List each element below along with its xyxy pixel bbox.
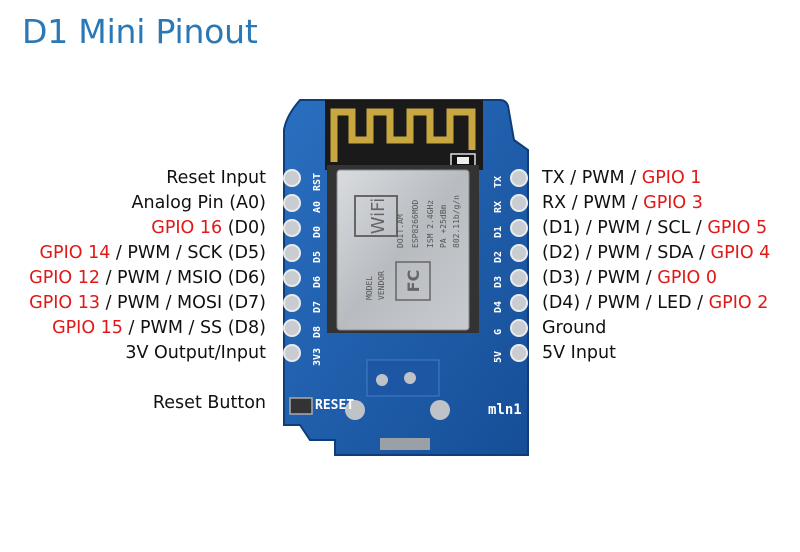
esp-shield [336, 169, 470, 331]
shield-logo-box: WiFi [354, 195, 398, 237]
gpio-number: GPIO 3 [643, 193, 703, 213]
usb-chip [366, 359, 440, 397]
right-pin-label: (D4) / PWM / LED / GPIO 2 [542, 292, 768, 314]
pin-pad-d1 [510, 219, 528, 237]
gpio-number: GPIO 0 [657, 268, 718, 288]
gpio-number: GPIO 15 [52, 318, 123, 338]
pin-pad-d4 [510, 294, 528, 312]
shield-text-line: ESP8266MOD [411, 200, 420, 248]
right-pin-label: Ground [542, 317, 606, 339]
silk-d4: D4 [493, 301, 504, 313]
reset-button-label: Reset Button [152, 393, 266, 413]
gpio-number: GPIO 1 [641, 168, 702, 188]
silk-d2: D2 [493, 251, 504, 263]
pin-pad-d6 [283, 269, 301, 287]
silk-d0: D0 [312, 226, 323, 238]
svg-text:FC: FC [404, 270, 423, 293]
silk-d3: D3 [493, 276, 504, 288]
shield-text-line: PA +25dBm [439, 204, 448, 248]
gpio-number: GPIO 12 [29, 268, 101, 288]
gpio-number: GPIO 16 [151, 218, 223, 238]
pin-pad-d3 [510, 269, 528, 287]
pin-pad-rst [283, 169, 301, 187]
left-pin-label: Analog Pin (A0) [132, 192, 266, 214]
pin-pad-d2 [510, 244, 528, 262]
pin-function: Reset Input [166, 168, 266, 188]
right-pin-label: 5V Input [542, 342, 616, 364]
silk-tx: TX [493, 176, 504, 188]
gpio-number: GPIO 14 [39, 243, 111, 263]
silk-d5: D5 [312, 251, 323, 263]
left-pin-label: GPIO 13 / PWM / MOSI (D7) [29, 292, 266, 314]
pin-function: / PWM / MOSI (D7) [100, 293, 266, 313]
pin-function: / PWM / MSIO (D6) [100, 268, 266, 288]
gpio-number: GPIO 5 [707, 218, 768, 238]
left-pin-label: GPIO 16 (D0) [151, 217, 266, 239]
pin-function: 5V Input [542, 343, 616, 363]
silk-rx: RX [493, 201, 504, 213]
shield-text-line: ISM 2.4GHz [426, 200, 435, 248]
silk-d1: D1 [493, 226, 504, 238]
reset-button-part [289, 397, 313, 415]
left-pin-label: GPIO 15 / PWM / SS (D8) [52, 317, 266, 339]
pin-function: (D0) [222, 218, 266, 238]
pin-function: / PWM / SCK (D5) [110, 243, 266, 263]
left-pin-label: Reset Input [166, 167, 266, 189]
silk-d8: D8 [312, 326, 323, 338]
pin-pad-d5 [283, 244, 301, 262]
right-pin-label: (D3) / PWM / GPIO 0 [542, 267, 717, 289]
silk-d7: D7 [312, 301, 323, 313]
silk-a0: A0 [312, 201, 323, 213]
antenna-trace [330, 108, 476, 162]
left-pin-label: GPIO 14 / PWM / SCK (D5) [39, 242, 266, 264]
pin-function: / PWM / SS (D8) [122, 318, 266, 338]
silk-d6: D6 [312, 276, 323, 288]
pin-function: Analog Pin (A0) [131, 193, 266, 213]
svg-text:WiFi: WiFi [368, 198, 389, 234]
pin-pad-d0 [283, 219, 301, 237]
pin-pad-3v3 [283, 344, 301, 362]
page-title: D1 Mini Pinout [22, 12, 258, 51]
right-pin-label: TX / PWM / GPIO 1 [542, 167, 701, 189]
pin-function: (D4) / PWM / LED / [542, 293, 709, 313]
shield-text-line: VENDOR [377, 271, 386, 300]
pin-pad-d7 [283, 294, 301, 312]
gpio-number: GPIO 2 [708, 293, 769, 313]
pin-function: (D2) / PWM / SDA / [542, 243, 711, 263]
right-pin-label: (D1) / PWM / SCL / GPIO 5 [542, 217, 767, 239]
pin-pad-5v [510, 344, 528, 362]
silk-rst: RST [312, 173, 323, 191]
gpio-number: GPIO 13 [29, 293, 101, 313]
reset-silkscreen: RESET [315, 398, 354, 413]
pin-pads [283, 169, 528, 362]
pin-function: RX / PWM / [542, 193, 644, 213]
pin-pad-d8 [283, 319, 301, 337]
pin-pad-tx [510, 169, 528, 187]
fcc-logo: FC [395, 261, 431, 301]
shield-text-line: DOIT.AM [396, 214, 405, 248]
pin-function: 3V Output/Input [125, 343, 266, 363]
shield-text-line: MODEL [365, 276, 374, 300]
usb-connector [380, 438, 430, 450]
pin-function: (D1) / PWM / SCL / [542, 218, 708, 238]
silk-3v3: 3V3 [312, 348, 323, 366]
right-pin-label: RX / PWM / GPIO 3 [542, 192, 703, 214]
left-pin-label: 3V Output/Input [125, 342, 266, 364]
pin-function: Ground [542, 318, 607, 338]
silk-5v: 5V [493, 351, 504, 363]
board-logo: mln1 [488, 402, 522, 418]
pin-function: (D3) / PWM / [542, 268, 658, 288]
pin-function: TX / PWM / [542, 168, 642, 188]
pin-pad-a0 [283, 194, 301, 212]
gpio-number: GPIO 4 [710, 243, 771, 263]
pin-pad-g [510, 319, 528, 337]
right-pin-label: (D2) / PWM / SDA / GPIO 4 [542, 242, 770, 264]
left-pin-label: GPIO 12 / PWM / MSIO (D6) [29, 267, 266, 289]
silk-g: G [493, 329, 504, 335]
shield-text-line: 802.11b/g/n [452, 195, 461, 248]
shield-text: ESP8266MOD DOIT.AM ISM 2.4GHz PA +25dBm … [365, 195, 461, 300]
pin-pad-rx [510, 194, 528, 212]
